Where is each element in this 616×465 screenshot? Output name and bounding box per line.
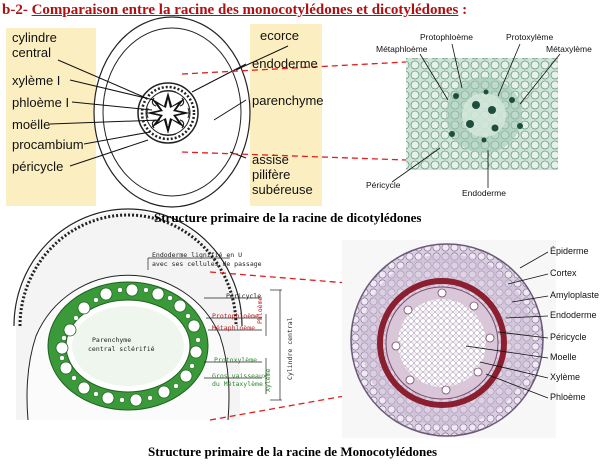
dicot-caption: Structure primaire de la racine de dicot…: [154, 210, 422, 225]
mono-photo-label-moelle: Moelle: [550, 352, 577, 362]
mono-label-protophloeme: Protophloème: [212, 312, 259, 320]
mono-photo-label-pericycle: Péricycle: [550, 332, 587, 342]
mono-label-cylindre-central: Cylindre central: [286, 317, 294, 380]
mono-label-phloeme: Phloème: [256, 296, 264, 324]
label-pericycle: péricycle: [12, 159, 64, 174]
mono-photo-label-phloeme: Phloème: [550, 392, 586, 402]
mono-photo-label-endoderme: Endoderme: [550, 310, 597, 320]
photo-label-metaxyleme: Métaxylème: [546, 44, 592, 54]
mono-label-cellules-passage: avec ses cellules de passage: [152, 260, 262, 268]
mono-label-pericycle: Péricycle: [226, 292, 262, 300]
mono-label-protoxyleme: Protoxylème: [214, 356, 258, 364]
photo-label-metaphloeme: Métaphloème: [376, 44, 428, 54]
monocot-caption: Structure primaire de la racine de Monoc…: [148, 444, 438, 459]
dicot-epidermis-ring: [102, 27, 242, 197]
mono-label-central-sclerifie: central sclérifié: [88, 345, 155, 353]
photo-label-endoderme: Endoderme: [462, 188, 506, 198]
section-heading: Comparaison entre la racine des monocoty…: [31, 2, 459, 18]
dicot-photo-pointers: [391, 43, 561, 188]
dicot-leader-lines: [49, 45, 289, 167]
label-xyleme-I: xylème I: [12, 73, 61, 88]
dicot-right-label-panel: [250, 24, 322, 206]
label-parenchyme: parenchyme: [252, 93, 324, 108]
monocot-diagram-pointers: [147, 257, 282, 401]
monocot-photo-pointers: [465, 251, 549, 399]
photo-label-pericycle: Péricycle: [366, 180, 401, 190]
dicot-left-label-panel: [6, 28, 96, 206]
dicot-micrograph: [406, 58, 558, 170]
mono-label-endoderme-lignifie: Endoderme lignifié en U: [152, 251, 243, 259]
section-title: b-2- Comparaison entre la racine des mon…: [2, 2, 467, 19]
dicot-schematic: [93, 16, 251, 208]
dicot-connector-lines: [181, 61, 407, 161]
section-number: b-2-: [2, 2, 28, 18]
label-moelle: moëlle: [12, 117, 51, 132]
mono-label-metaphloeme: Métaphloème: [212, 324, 256, 332]
section-colon: :: [458, 2, 468, 18]
monocot-micrograph: [342, 240, 556, 438]
mono-photo-label-epiderme: Épiderme: [550, 246, 589, 256]
label-endoderme: endoderme: [252, 56, 318, 71]
mono-label-du-metaxyleme: du Métaxylème: [212, 380, 263, 388]
label-cylindre-central: cylindre central: [12, 30, 57, 60]
label-assise-pilifere: assise pilifère subéreuse: [252, 152, 313, 197]
photo-label-protoxyleme: Protoxylème: [506, 32, 554, 42]
mono-photo-label-xyleme: Xylème: [550, 372, 581, 382]
mono-label-gros-vaisseaux: Gros vaisseaux: [212, 372, 267, 380]
mono-label-parenchyme: Parenchyme: [92, 336, 132, 344]
mono-photo-label-cortex: Cortex: [550, 268, 577, 278]
label-phloeme-I: phloème I: [12, 95, 70, 110]
mono-photo-label-amyloplaste: Amyloplaste: [550, 290, 600, 300]
photo-label-protophloeme: Protophloème: [420, 32, 473, 42]
monocot-schematic: [13, 208, 243, 421]
label-ecorce: ecorce: [260, 28, 300, 43]
label-procambium: procambium: [12, 137, 84, 152]
mono-label-xyleme: Xylème: [264, 368, 272, 392]
